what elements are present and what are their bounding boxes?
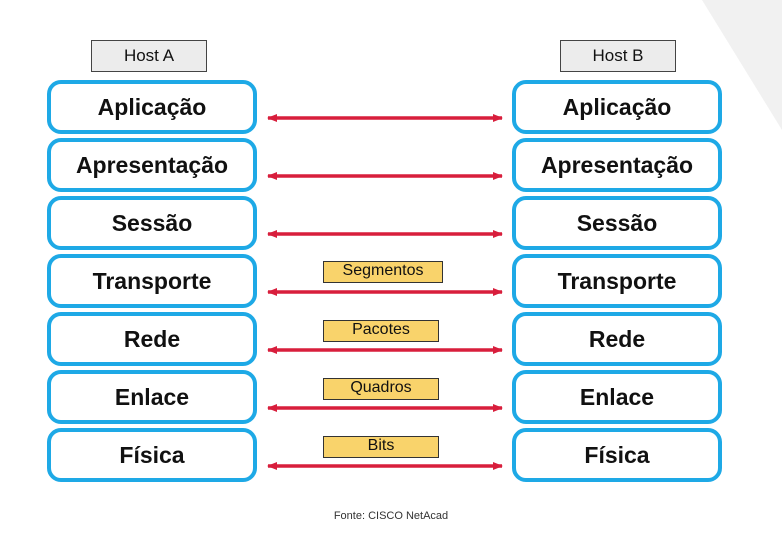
source-caption: Fonte: CISCO NetAcad	[333, 510, 449, 522]
pdu-label-quadros: Quadros	[323, 378, 439, 400]
host-a-layer-fisica: Física	[47, 428, 257, 482]
host-a-layer-sessao: Sessão	[47, 196, 257, 250]
host-a-layer-transporte: Transporte	[47, 254, 257, 308]
host-b-layer-aplicacao: Aplicação	[512, 80, 722, 134]
host-b-layer-sessao: Sessão	[512, 196, 722, 250]
host-b-label: Host B	[560, 40, 676, 72]
host-b-layer-transporte: Transporte	[512, 254, 722, 308]
host-a-label: Host A	[91, 40, 207, 72]
host-a-layer-enlace: Enlace	[47, 370, 257, 424]
host-a-layer-rede: Rede	[47, 312, 257, 366]
host-b-stack: Aplicação Apresentação Sessão Transporte…	[512, 80, 722, 486]
host-b-layer-enlace: Enlace	[512, 370, 722, 424]
pdu-label-pacotes: Pacotes	[323, 320, 439, 342]
host-a-stack: Aplicação Apresentação Sessão Transporte…	[47, 80, 257, 486]
host-a-layer-aplicacao: Aplicação	[47, 80, 257, 134]
pdu-label-segmentos: Segmentos	[323, 261, 443, 283]
host-b-layer-fisica: Física	[512, 428, 722, 482]
host-b-layer-apresentacao: Apresentação	[512, 138, 722, 192]
host-a-layer-apresentacao: Apresentação	[47, 138, 257, 192]
pdu-label-bits: Bits	[323, 436, 439, 458]
host-b-layer-rede: Rede	[512, 312, 722, 366]
